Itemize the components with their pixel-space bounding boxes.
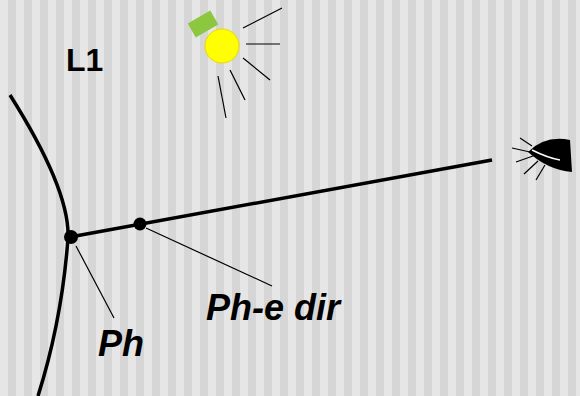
offset-point <box>134 218 147 231</box>
hit-point <box>64 230 78 244</box>
eye-symbol <box>512 138 572 180</box>
leader-line <box>146 228 272 286</box>
light-label: L1 <box>66 44 103 76</box>
leader-line <box>76 246 114 318</box>
view-ray <box>70 160 492 237</box>
light-bulb <box>188 8 282 118</box>
point-label: Ph-e dir <box>206 290 340 326</box>
surface-curve <box>10 95 68 396</box>
point-label: Ph <box>98 326 144 362</box>
